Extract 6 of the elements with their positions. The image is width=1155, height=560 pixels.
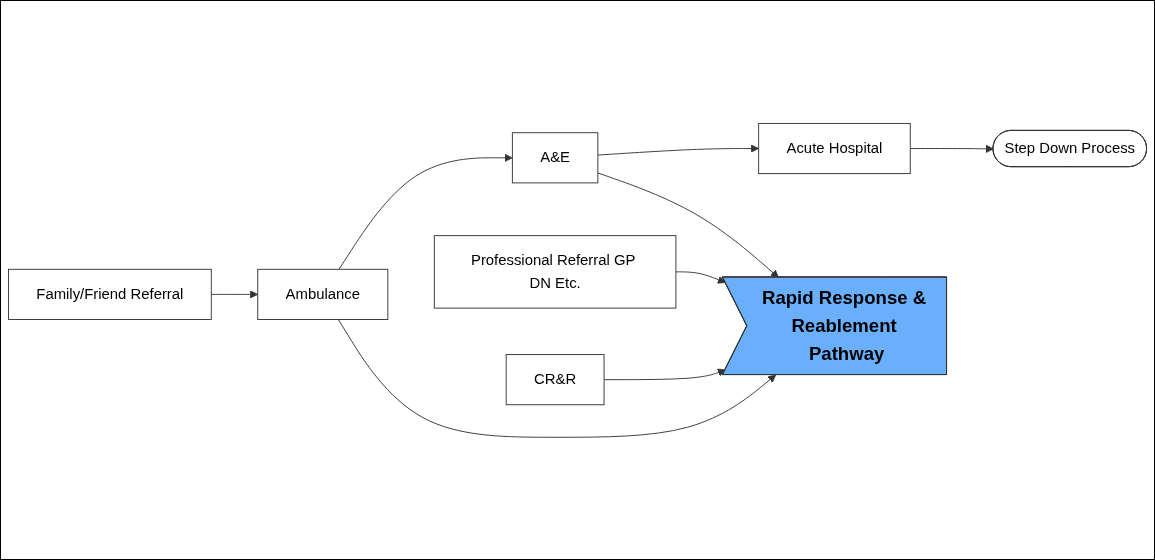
- node-box: A&E: [511, 131, 599, 183]
- node-box: Family/Friend Referral: [8, 268, 212, 320]
- node-box: Acute Hospital: [758, 122, 911, 174]
- node-box: CR&R: [505, 353, 605, 405]
- node-box: Ambulance: [257, 268, 389, 320]
- node-box: Professional Referral GP DN Etc.: [433, 234, 677, 309]
